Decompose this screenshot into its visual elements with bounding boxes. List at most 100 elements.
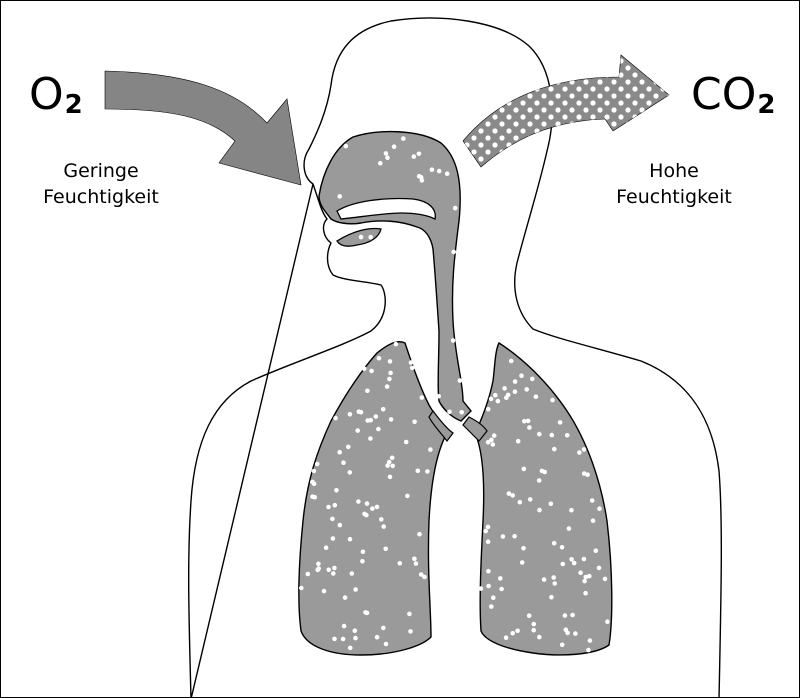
air-dot <box>299 585 304 591</box>
air-dot <box>428 447 433 452</box>
air-dot <box>413 561 419 566</box>
air-dot <box>416 173 422 179</box>
air-dot <box>527 425 532 430</box>
air-dot <box>343 143 349 149</box>
air-dot <box>485 406 491 412</box>
air-dot <box>374 504 380 510</box>
air-dot <box>597 506 602 512</box>
air-dot <box>537 507 542 513</box>
air-dot <box>515 628 520 634</box>
air-dot <box>314 461 320 467</box>
air-dot <box>510 493 515 498</box>
air-dot <box>583 590 588 596</box>
air-dot <box>485 524 491 530</box>
air-dot <box>405 493 410 499</box>
air-dot <box>521 546 526 551</box>
air-dot <box>531 621 537 627</box>
air-dot <box>321 588 327 594</box>
air-dot <box>436 394 442 399</box>
air-dot <box>587 638 593 643</box>
air-dot <box>389 455 395 461</box>
air-dot <box>355 428 361 433</box>
air-dot <box>485 439 491 445</box>
air-dot <box>383 641 389 647</box>
air-dot <box>527 497 533 502</box>
air-dot <box>526 613 532 618</box>
air-dot <box>552 581 557 586</box>
air-dot <box>387 376 392 382</box>
air-dot <box>387 359 393 364</box>
air-dot <box>418 572 424 577</box>
air-dot <box>605 619 610 624</box>
air-dot <box>537 634 542 640</box>
air-dot <box>459 410 465 415</box>
air-dot <box>562 613 568 618</box>
air-dot <box>411 154 417 159</box>
air-dot <box>369 368 374 374</box>
air-dot <box>552 446 557 452</box>
air-dot <box>378 160 383 166</box>
air-dot <box>360 559 365 564</box>
air-dot <box>581 556 587 562</box>
air-dot <box>505 392 511 398</box>
air-dot <box>486 583 491 589</box>
air-dot <box>573 631 578 636</box>
co2-formula: CO2 <box>691 73 775 119</box>
air-dot <box>349 571 355 576</box>
air-dot <box>422 574 427 580</box>
air-dot <box>485 539 491 544</box>
air-dot <box>537 431 542 437</box>
air-dot <box>310 479 315 485</box>
left-lung <box>298 341 448 656</box>
air-dot <box>332 636 337 642</box>
air-dot <box>512 379 518 384</box>
air-dot <box>512 389 518 395</box>
air-dot <box>522 418 527 424</box>
air-dot <box>347 645 353 651</box>
air-dot <box>530 376 535 382</box>
air-dot <box>346 444 351 450</box>
air-dot <box>332 565 337 571</box>
air-dot <box>408 629 413 634</box>
air-dot <box>512 533 517 539</box>
air-dot <box>500 534 506 539</box>
air-dot <box>381 524 387 529</box>
air-dot <box>491 433 497 438</box>
air-dot <box>386 459 392 465</box>
air-dot <box>341 460 346 466</box>
air-dot <box>353 635 358 641</box>
air-dot <box>381 625 386 631</box>
air-dot <box>493 392 498 398</box>
air-dot <box>519 373 524 379</box>
air-dot <box>549 594 554 600</box>
air-dot <box>491 595 496 600</box>
air-dot <box>331 571 336 576</box>
air-dot <box>379 517 384 522</box>
low-humidity-line1: Geringe <box>63 160 139 182</box>
air-dot <box>408 360 414 365</box>
air-dot <box>577 450 582 455</box>
air-dot <box>551 540 557 546</box>
air-dot <box>447 409 452 415</box>
air-dot <box>310 494 315 500</box>
air-dot <box>571 560 577 566</box>
air-dot <box>557 420 563 425</box>
air-dot <box>517 499 523 505</box>
air-dot <box>587 573 592 579</box>
air-dot <box>376 426 381 432</box>
air-dot <box>365 388 370 394</box>
air-dot <box>334 488 339 493</box>
air-dot <box>326 504 331 510</box>
air-dot <box>578 570 583 575</box>
air-dot <box>385 155 390 160</box>
air-dot <box>397 561 403 566</box>
air-dot <box>602 576 608 582</box>
air-dot <box>358 234 364 240</box>
air-dot <box>390 463 396 469</box>
air-dot <box>444 171 450 176</box>
air-dot <box>419 178 425 183</box>
air-dot <box>559 545 565 550</box>
air-dot <box>495 398 501 404</box>
air-dot <box>559 642 565 648</box>
